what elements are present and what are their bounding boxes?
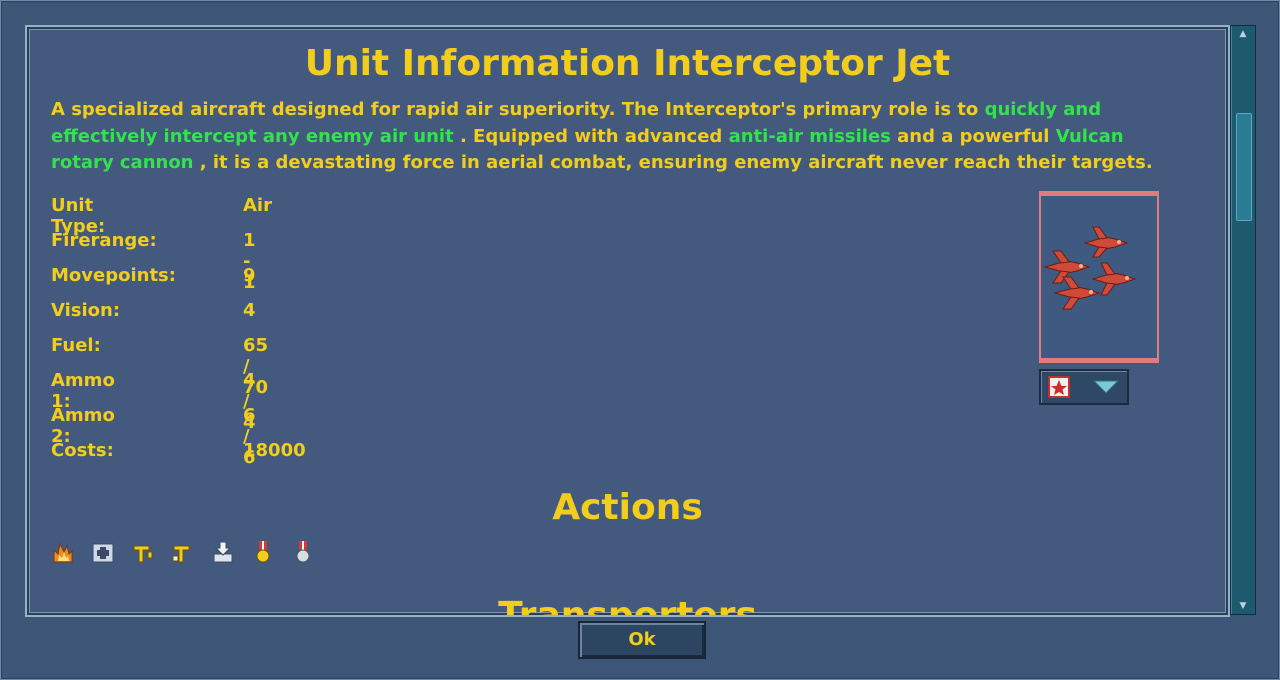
stat-label: Costs: [51, 440, 114, 461]
desc-text: and a powerful [890, 125, 1056, 147]
ok-button[interactable]: Ok [578, 621, 706, 659]
chevron-down-icon[interactable] [1093, 380, 1119, 394]
vertical-scrollbar[interactable]: ▲ ▼ [1230, 25, 1256, 615]
stat-value: 1 - 1 [243, 230, 256, 293]
scroll-down-icon[interactable]: ▼ [1239, 601, 1247, 611]
desc-highlight: anti-air missiles [728, 125, 891, 147]
fire-icon [53, 542, 73, 563]
desc-text: A specialized aircraft designed for rapi… [51, 99, 985, 120]
supply-icon [172, 545, 190, 563]
stat-value: 4 / 4 [243, 370, 256, 433]
unload-icon [213, 541, 233, 563]
stat-value: 6 / 6 [243, 405, 256, 468]
stat-label: Fuel: [51, 335, 101, 356]
stat-label: Ammo 2: [51, 405, 115, 447]
stat-value: 4 [243, 300, 256, 321]
transporters-heading: Transporters [498, 595, 757, 617]
unit-info-panel: Unit Information Interceptor Jet A speci… [25, 25, 1230, 617]
stat-label: Vision: [51, 300, 121, 321]
stat-value: Air [243, 195, 272, 216]
rank-medal-gold-icon [256, 541, 270, 563]
actions-heading: Actions [552, 487, 703, 528]
stat-label: Ammo 1: [51, 370, 115, 412]
desc-text: . Equipped with advanced [453, 125, 729, 147]
scroll-thumb[interactable] [1236, 113, 1252, 221]
rank-medal-silver-icon [296, 541, 310, 563]
desc-highlight: Vulcan rotary cannon [51, 125, 1124, 174]
stat-value: 18000 [243, 440, 306, 461]
stat-label: Unit Type: [51, 195, 106, 237]
desc-highlight: quickly and effectively intercept any en… [51, 99, 1102, 147]
load-icon [92, 543, 114, 563]
desc-text: , it is a devastating force in aerial co… [193, 152, 1153, 173]
scroll-up-icon[interactable]: ▲ [1239, 29, 1247, 39]
red-star-faction-icon [1048, 376, 1070, 398]
unit-portrait [1039, 191, 1159, 363]
faction-selector[interactable] [1039, 369, 1129, 405]
interceptor-jet-sprite-icon [1043, 226, 1137, 310]
unit-description: A specialized aircraft designed for rapi… [51, 97, 1171, 177]
dialog-title: Unit Information Interceptor Jet [304, 43, 951, 84]
portrait-bottom-bar [1041, 358, 1157, 361]
refuel-icon [133, 545, 153, 563]
stat-value: 65 / 70 [243, 335, 269, 398]
portrait-top-bar [1041, 193, 1157, 196]
stat-value: 9 [243, 265, 256, 286]
stat-label: Movepoints: [51, 265, 176, 286]
stat-label: Firerange: [51, 230, 157, 251]
